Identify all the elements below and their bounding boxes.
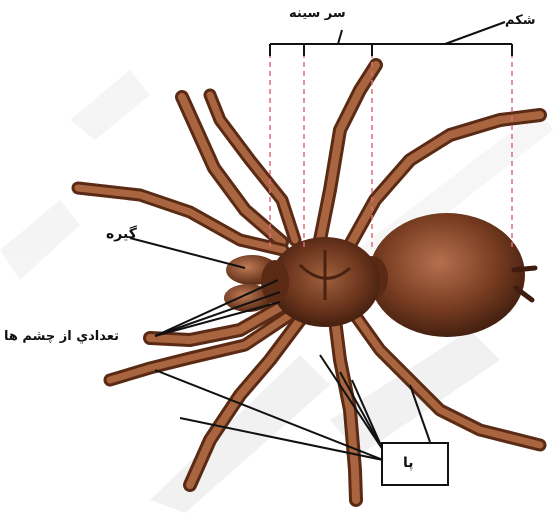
legs-label-box bbox=[381, 442, 449, 486]
legs-label: پا bbox=[403, 455, 414, 471]
region-brackets bbox=[270, 22, 512, 56]
eyes-label: تعدادي از چشم ها bbox=[4, 329, 119, 344]
pedipalp-label: گيره bbox=[106, 226, 137, 242]
abdomen-label: شكم bbox=[505, 13, 536, 28]
abdomen-shape bbox=[369, 213, 525, 337]
cephalothorax-label: سر سينه bbox=[289, 6, 346, 21]
